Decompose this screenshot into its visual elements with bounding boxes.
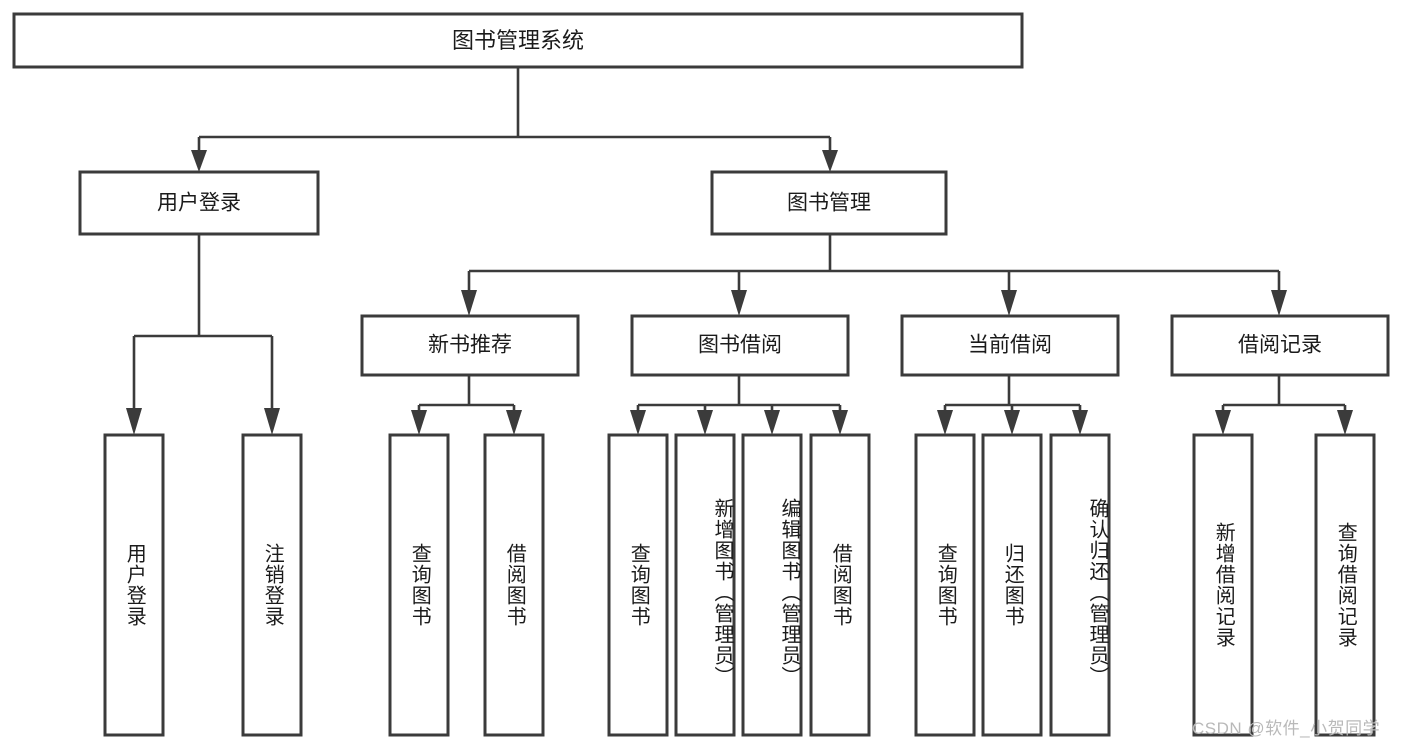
arrow-head-icon <box>1271 290 1287 316</box>
connector-current-borrow-to-leaves <box>937 375 1088 435</box>
connector-borrow-record-to-leaves <box>1215 375 1353 435</box>
arrow-head-icon <box>822 150 838 172</box>
leaf-user-login-0[interactable] <box>103 433 165 737</box>
arrow-head-icon <box>264 408 280 435</box>
connector-book-mgmt-to-level3 <box>461 234 1287 316</box>
node-new-book-recommend-label: 新书推荐 <box>428 334 512 357</box>
arrow-head-icon <box>1072 410 1088 435</box>
arrow-head-icon <box>1001 290 1017 316</box>
leaf-book-borrow-0[interactable] <box>607 433 669 737</box>
node-book-management-label: 图书管理 <box>787 192 871 215</box>
node-current-borrow[interactable] <box>900 314 1120 377</box>
node-user-login-label: 用户登录 <box>157 192 241 215</box>
connector-book-borrow-to-leaves <box>630 375 848 435</box>
node-book-borrow-label: 图书借阅 <box>698 334 782 357</box>
leaf-borrow-record-1[interactable] <box>1314 433 1376 737</box>
node-book-borrow[interactable] <box>630 314 850 377</box>
arrow-head-icon <box>126 408 142 435</box>
leaf-book-borrow-3[interactable] <box>809 433 871 737</box>
connector-new-book-to-leaves <box>411 375 522 435</box>
node-root[interactable] <box>12 12 1024 69</box>
node-current-borrow-label: 当前借阅 <box>968 334 1052 357</box>
connector-user-login-to-leaves <box>126 234 280 435</box>
arrow-head-icon <box>506 410 522 435</box>
arrow-head-icon <box>764 410 780 435</box>
leaf-new-book-0[interactable] <box>388 433 450 737</box>
arrow-head-icon <box>191 150 207 172</box>
node-root-label: 图书管理系统 <box>452 28 584 53</box>
arrow-head-icon <box>731 290 747 316</box>
arrow-head-icon <box>461 290 477 316</box>
arrow-head-icon <box>630 410 646 435</box>
arrow-head-icon <box>832 410 848 435</box>
leaf-book-borrow-2[interactable] <box>741 433 803 737</box>
leaf-current-borrow-1[interactable] <box>981 433 1043 737</box>
leaf-current-borrow-0[interactable] <box>914 433 976 737</box>
arrow-head-icon <box>937 410 953 435</box>
arrow-head-icon <box>1004 410 1020 435</box>
leaf-user-login-1[interactable] <box>241 433 303 737</box>
node-borrow-record-label: 借阅记录 <box>1238 334 1322 357</box>
arrow-head-icon <box>1215 410 1231 435</box>
leaf-book-borrow-1[interactable] <box>674 433 736 737</box>
node-user-login[interactable] <box>78 170 320 236</box>
node-new-book-recommend[interactable] <box>360 314 580 377</box>
leaf-current-borrow-2[interactable] <box>1049 433 1111 737</box>
connector-root-to-level2 <box>191 67 838 172</box>
leaf-borrow-record-0[interactable] <box>1192 433 1254 737</box>
arrow-head-icon <box>1337 410 1353 435</box>
arrow-head-icon <box>411 410 427 435</box>
leaf-new-book-1[interactable] <box>483 433 545 737</box>
csdn-watermark: CSDN @软件_小贺同学 <box>1192 719 1381 738</box>
node-book-management[interactable] <box>710 170 948 236</box>
arrow-head-icon <box>697 410 713 435</box>
node-borrow-record[interactable] <box>1170 314 1390 377</box>
